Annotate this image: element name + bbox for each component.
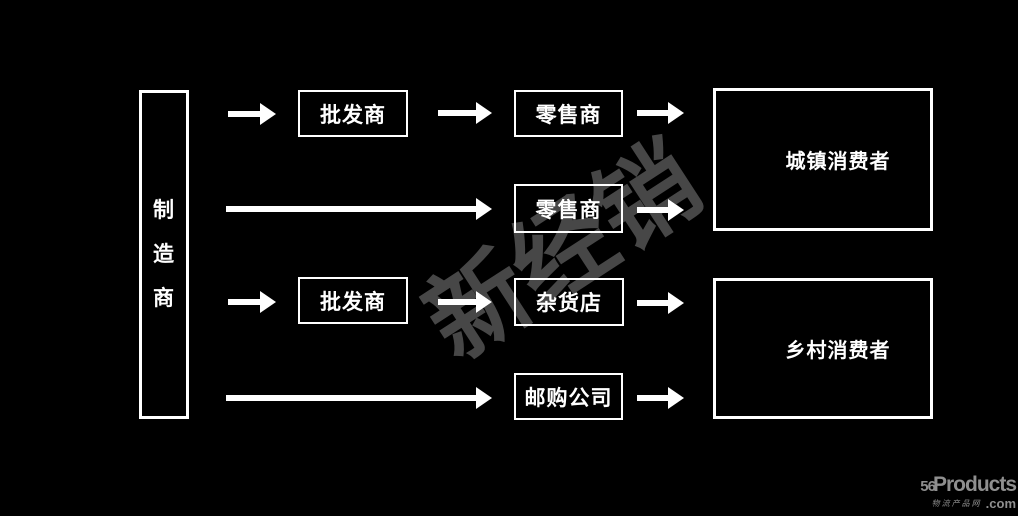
arrow-manufacturer-to-wholesaler-row1 xyxy=(228,103,276,125)
manufacturer-char: 制 xyxy=(153,199,175,222)
grocery-store-label: 杂货店 xyxy=(536,292,602,315)
arrow-shaft xyxy=(637,395,671,401)
urban-consumer-box: 城镇消费者 xyxy=(713,88,933,231)
retailer-box-row1: 零售商 xyxy=(514,90,623,137)
arrow-manufacturer-to-retailer-row2 xyxy=(226,198,492,220)
wholesaler-box-row3: 批发商 xyxy=(298,277,408,324)
manufacturer-char: 造 xyxy=(153,243,175,266)
mail-order-company-label: 邮购公司 xyxy=(524,386,613,410)
wholesaler-label: 批发商 xyxy=(320,290,386,314)
wholesaler-label: 批发商 xyxy=(320,103,386,127)
logo-name: Products xyxy=(932,473,1017,496)
watermark-text: 新经销 xyxy=(406,123,720,381)
arrow-shaft xyxy=(637,300,671,306)
arrow-retailer-to-urban-consumer-row1 xyxy=(637,102,684,124)
arrow-shaft xyxy=(637,110,671,116)
retailer-label: 零售商 xyxy=(535,198,602,222)
arrow-head xyxy=(668,387,684,409)
arrow-manufacturer-to-wholesaler-row3 xyxy=(228,291,276,313)
arrow-head xyxy=(668,199,684,221)
arrow-mailorder-to-rural-consumer-row4 xyxy=(637,387,684,409)
manufacturer-box: 制 造 商 xyxy=(139,90,189,419)
rural-consumer-label: 乡村消费者 xyxy=(785,340,891,362)
arrow-head xyxy=(476,387,492,409)
arrow-head xyxy=(476,198,492,220)
arrow-head xyxy=(668,102,684,124)
arrow-shaft xyxy=(438,110,479,116)
logo-chinese-name: 物流产品网 xyxy=(931,498,982,508)
arrow-head xyxy=(476,291,492,313)
logo-subline: 物流产品网.com xyxy=(920,496,1016,512)
arrow-grocery-to-rural-consumer-row3 xyxy=(637,292,684,314)
arrow-head xyxy=(668,292,684,314)
urban-consumer-label: 城镇消费者 xyxy=(785,151,891,173)
logo-number: 56 xyxy=(920,478,936,495)
arrow-manufacturer-to-mailorder-row4 xyxy=(226,387,492,409)
arrow-wholesaler-to-retailer-row1 xyxy=(438,102,492,124)
logo-wordmark: 56Products xyxy=(920,473,1017,496)
arrow-head xyxy=(260,103,276,125)
retailer-label: 零售商 xyxy=(535,103,602,127)
retailer-box-row2: 零售商 xyxy=(514,184,623,233)
manufacturer-char: 商 xyxy=(153,287,175,310)
wholesaler-box-row1: 批发商 xyxy=(298,90,408,137)
arrow-wholesaler-to-grocery-row3 xyxy=(438,291,492,313)
mail-order-company-box: 邮购公司 xyxy=(514,373,623,420)
arrow-shaft xyxy=(228,111,263,117)
arrow-shaft xyxy=(438,299,479,305)
arrow-shaft xyxy=(226,395,479,401)
arrow-retailer-to-urban-consumer-row2 xyxy=(637,199,684,221)
arrow-shaft xyxy=(637,207,671,213)
arrow-shaft xyxy=(226,206,479,212)
site-logo: 56Products 物流产品网.com xyxy=(920,473,1017,512)
rural-consumer-box: 乡村消费者 xyxy=(713,278,933,419)
logo-tld: .com xyxy=(985,496,1016,512)
arrow-shaft xyxy=(228,299,263,305)
arrow-head xyxy=(260,291,276,313)
arrow-head xyxy=(476,102,492,124)
grocery-store-box: 杂货店 xyxy=(514,278,624,326)
